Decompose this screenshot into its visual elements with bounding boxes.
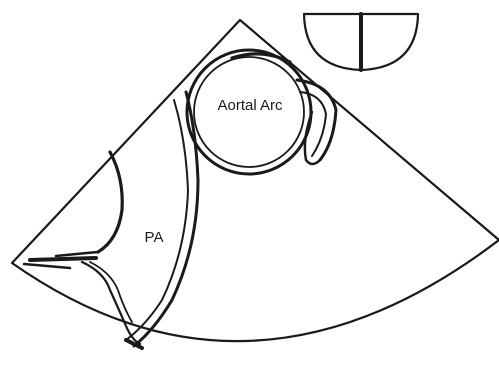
orientation-marker xyxy=(304,14,418,70)
aortic-arch-label: Aortal Arc xyxy=(217,97,283,114)
ultrasound-sector xyxy=(12,20,499,341)
pulmonary-artery xyxy=(24,152,142,348)
pa-label: PA xyxy=(145,229,164,246)
